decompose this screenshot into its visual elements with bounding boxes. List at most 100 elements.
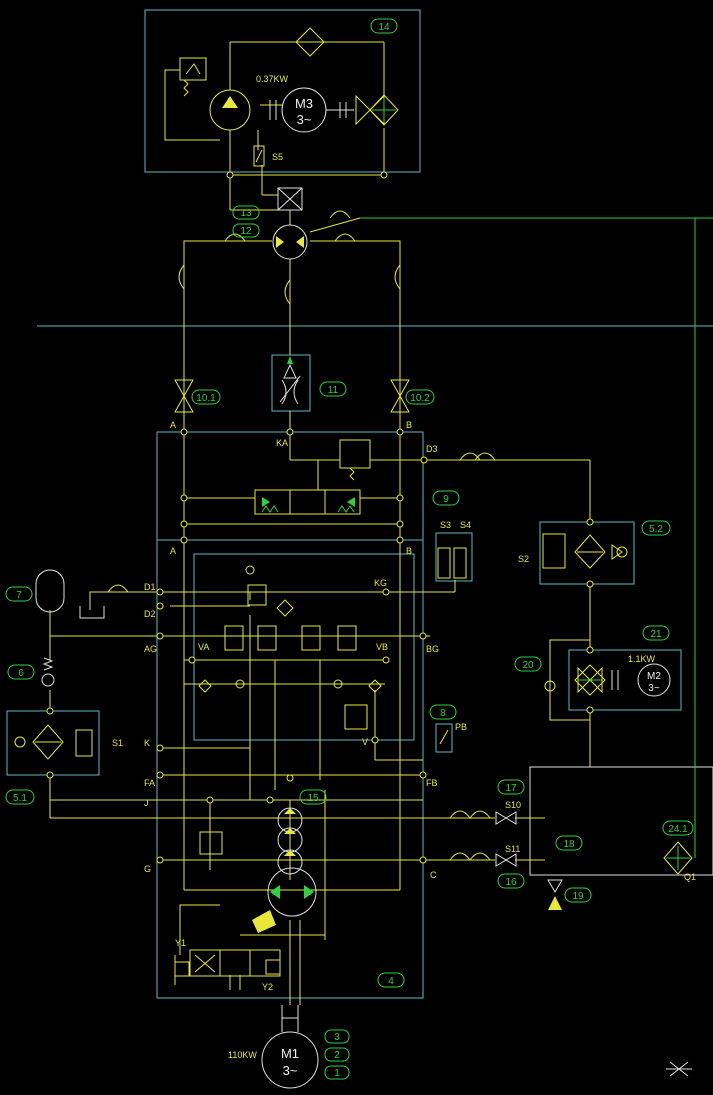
label-y2: Y2 (262, 982, 273, 992)
motor-m2-icon (637, 663, 671, 697)
frame-unit-4 (156, 431, 424, 999)
motor-m1-icon (261, 1031, 319, 1089)
balloon-14: 14 (378, 22, 390, 33)
label-v: V (362, 737, 368, 747)
label-d3: D3 (426, 444, 438, 454)
balloon-16: 16 (505, 877, 517, 888)
balloon-4: 4 (388, 976, 394, 987)
frame-cooler-21 (568, 649, 682, 711)
balloon-17: 17 (505, 783, 517, 794)
label-s11: S11 (505, 844, 520, 854)
label-b-mid: B (406, 546, 412, 556)
ball-valve-10-2-icon (390, 379, 410, 398)
label-k: K (144, 738, 150, 748)
balloon-9: 9 (443, 494, 449, 505)
motor-m3-phase: 3~ (297, 112, 312, 127)
label-ag: AG (144, 644, 157, 654)
accumulator-7-icon (35, 569, 65, 613)
label-bg: BG (426, 644, 439, 654)
frame-valve-block (193, 553, 415, 741)
drain-tank-icon (79, 606, 105, 619)
balloon-1: 1 (334, 1068, 340, 1079)
shuttle-valve-12-icon (272, 224, 308, 260)
balloon-10-1: 10.1 (196, 393, 216, 404)
motor-m1-phase: 3~ (283, 1063, 298, 1078)
ball-valve-17-icon (495, 811, 507, 825)
label-s2: S2 (518, 554, 529, 564)
balloon-20: 20 (522, 660, 534, 671)
label-d2: D2 (144, 609, 156, 619)
relief-valve-ka-icon (339, 439, 371, 469)
hoses (107, 210, 496, 861)
directional-valve-9-icon (254, 489, 291, 515)
cross-valve-13-icon (277, 187, 303, 211)
frame-unit-14 (144, 9, 421, 173)
motor-m2-phase: 3~ (648, 683, 660, 694)
balloon-6: 6 (18, 668, 24, 679)
junctions (46, 171, 594, 864)
balloon-2: 2 (334, 1050, 340, 1061)
switch-s4-icon (453, 547, 467, 579)
main-pump-icon (267, 867, 317, 917)
filter-5-2-icon (574, 534, 606, 569)
components (14, 27, 693, 1089)
relief-valve-icon (179, 57, 207, 81)
frame-flow-11 (271, 354, 311, 412)
balloon-24-1: 24.1 (668, 824, 688, 835)
motor-m2-name: M2 (647, 671, 661, 682)
label-d1: D1 (144, 582, 156, 592)
balloon-13: 13 (240, 208, 252, 219)
label-q1: Q1 (684, 872, 696, 882)
text-labels: 0.37KW 1.1KW 110KW S5 S1 S2 S3 S4 S10 S1… (112, 74, 696, 1060)
balloon-18: 18 (563, 839, 575, 850)
pump-icon (209, 89, 251, 131)
filter-diamond-icon (295, 27, 325, 57)
tank-18 (529, 766, 713, 876)
label-fb: FB (426, 778, 438, 788)
pressure-valve-icon (224, 625, 244, 651)
label-vb: VB (376, 642, 388, 652)
label-a-top: A (170, 420, 176, 430)
label-power-m2: 1.1KW (628, 654, 656, 664)
balloon-11: 11 (328, 385, 339, 396)
label-s4: S4 (460, 520, 471, 530)
label-c: C (430, 870, 437, 880)
ball-valve-16-icon (495, 853, 507, 867)
motor-m1-name: M1 (281, 1046, 299, 1061)
check-valve-6-icon (41, 673, 55, 687)
label-kg: KG (374, 578, 387, 588)
balloon-21: 21 (650, 629, 662, 640)
label-va: VA (198, 642, 209, 652)
ball-valve-10-1-icon (174, 379, 194, 398)
motor-m3-name: M3 (295, 96, 313, 111)
pipelines (49, 41, 713, 1005)
pressure-switch-s5-icon (253, 145, 265, 167)
label-s1: S1 (112, 738, 123, 748)
close-icon[interactable] (666, 1061, 692, 1077)
filter-bypass-5-2-icon (542, 533, 566, 569)
label-g: G (144, 864, 151, 874)
frame-pb-8 (435, 723, 453, 753)
label-fa: FA (144, 778, 155, 788)
drain-valve-19-icon (547, 879, 563, 893)
frame-switch-s3-s4 (435, 532, 473, 582)
balloon-15: 15 (307, 793, 319, 804)
relief-valve-v-icon (344, 704, 368, 730)
label-b-top: B (406, 420, 412, 430)
filter-5-1-icon (32, 724, 64, 760)
balloon-7: 7 (16, 590, 22, 601)
label-y1: Y1 (175, 938, 186, 948)
flow-control-icon (283, 363, 297, 379)
motor-labels: M3 3~ M2 3~ M1 3~ (281, 96, 661, 1078)
check-valve-20-icon (544, 680, 556, 692)
label-s10: S10 (505, 800, 521, 810)
balloon-12: 12 (240, 226, 252, 237)
balloon-5-1: 5.1 (13, 793, 27, 804)
balloon-10-2: 10.2 (410, 393, 430, 404)
switch-s3-icon (437, 547, 451, 579)
label-s5: S5 (272, 152, 283, 162)
frame-filter-5-1 (6, 710, 100, 776)
label-j: J (144, 798, 149, 808)
cooler-icon (369, 94, 399, 126)
